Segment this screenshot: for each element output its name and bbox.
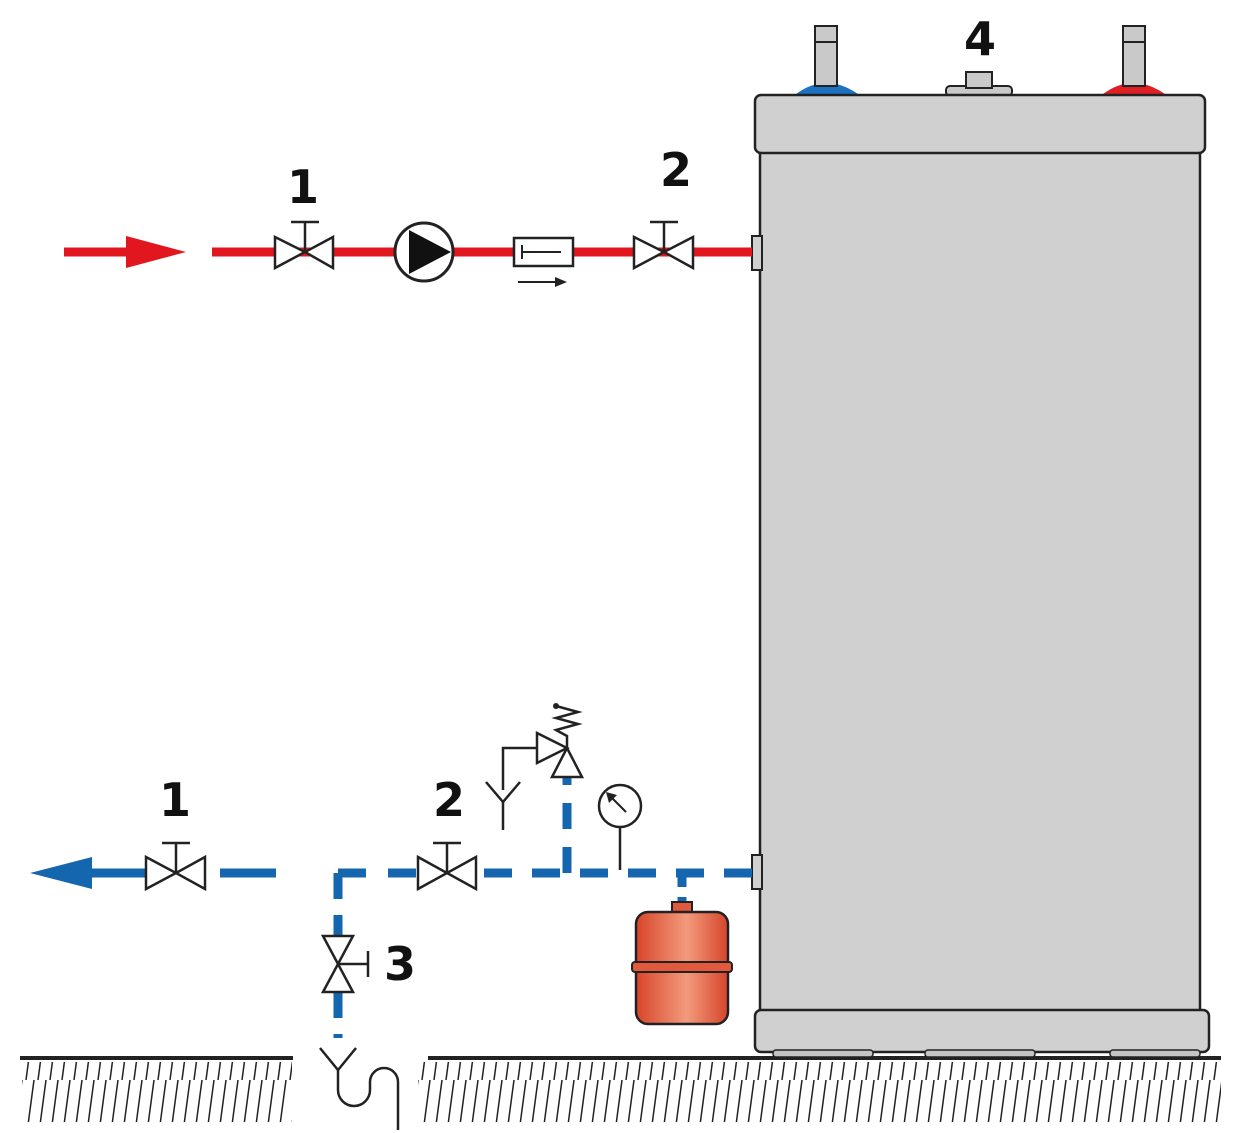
hot-inlet-connection: [751, 235, 763, 271]
label-cold-valve-1: 1: [159, 773, 191, 827]
tank-body: [758, 148, 1202, 1014]
cold-line: [30, 703, 752, 1130]
safety-valve-icon: [485, 703, 585, 830]
label-hot-valve-2: 2: [660, 143, 692, 197]
valve-icon: [273, 220, 335, 271]
hot-port: [1103, 25, 1165, 94]
cold-outlet-connection: [751, 854, 763, 890]
valve-icon: [632, 220, 695, 271]
gauge-icon: [597, 783, 643, 870]
label-tank-top: 4: [964, 12, 996, 66]
cold-port: [796, 25, 858, 94]
storage-tank: [751, 25, 1211, 1058]
valve-icon: [416, 841, 478, 892]
tank-bottom-base: [753, 1008, 1211, 1054]
funnel-icon: [319, 1047, 400, 1130]
top-nut: [945, 71, 1013, 97]
label-hot-valve-1: 1: [287, 160, 319, 214]
label-drain-valve-3: 3: [384, 937, 416, 991]
ground: [20, 1056, 1221, 1122]
expansion-vessel-icon: [631, 901, 733, 1026]
pump-icon: [393, 221, 455, 283]
arrow-left-icon: [30, 857, 92, 889]
check-valve-icon: [512, 236, 575, 287]
tank-top-cap: [753, 93, 1207, 155]
hot-line: [64, 220, 752, 287]
valve-icon: [144, 841, 207, 892]
valve-icon: [320, 934, 370, 994]
label-cold-valve-2: 2: [433, 773, 465, 827]
arrow-right-icon: [126, 236, 186, 268]
